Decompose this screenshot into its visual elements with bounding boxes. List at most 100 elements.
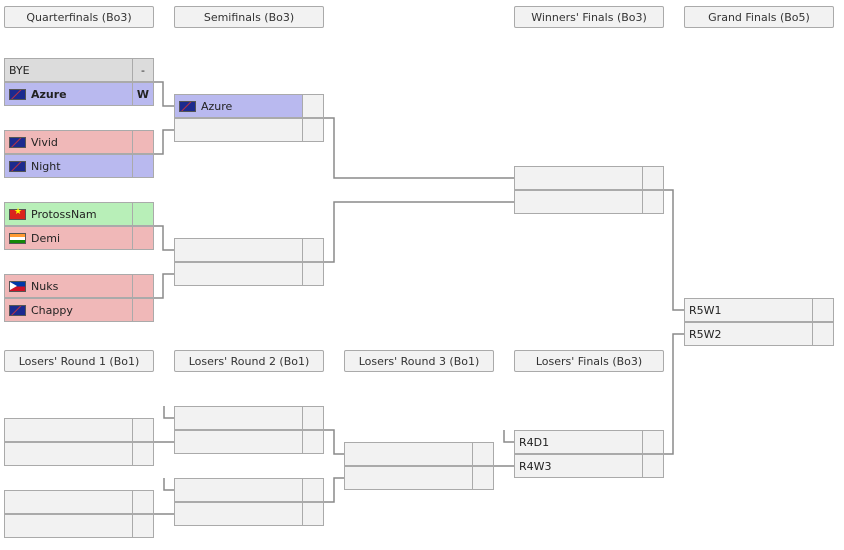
- australia-flag-icon: [9, 88, 26, 100]
- header-losers-round-3: Losers' Round 3 (Bo1): [344, 350, 494, 372]
- team-name: Azure: [31, 87, 67, 101]
- score: [472, 467, 493, 489]
- team-name: Chappy: [31, 303, 73, 317]
- india-flag-icon: [9, 232, 26, 244]
- team-name: [175, 119, 302, 141]
- team-name: [5, 491, 132, 513]
- score: [302, 431, 323, 453]
- qf1-bottom-slot[interactable]: Azure W: [4, 82, 154, 106]
- qf2-bottom-slot[interactable]: Night: [4, 154, 154, 178]
- team-name: Vivid: [31, 135, 58, 149]
- header-quarterfinals: Quarterfinals (Bo3): [4, 6, 154, 28]
- header-semifinals: Semifinals (Bo3): [174, 6, 324, 28]
- sf1-bottom-slot[interactable]: [174, 118, 324, 142]
- team-name: [5, 443, 132, 465]
- team-name: Night: [31, 159, 61, 173]
- team-name: [175, 263, 302, 285]
- sf2-bottom-slot[interactable]: [174, 262, 324, 286]
- team-name: R5W2: [689, 327, 722, 341]
- lf-bottom-slot[interactable]: R4W3: [514, 454, 664, 478]
- score: [302, 239, 323, 261]
- qf2-top-slot[interactable]: Vivid: [4, 130, 154, 154]
- team-name: [175, 503, 302, 525]
- lr2-match1-top-slot[interactable]: [174, 406, 324, 430]
- lr1-match1-top-slot[interactable]: [4, 418, 154, 442]
- header-winners-finals: Winners' Finals (Bo3): [514, 6, 664, 28]
- sf1-top-slot[interactable]: Azure: [174, 94, 324, 118]
- lf-top-slot[interactable]: R4D1: [514, 430, 664, 454]
- team-name: [5, 515, 132, 537]
- team-name: Nuks: [31, 279, 59, 293]
- team-name: R5W1: [689, 303, 722, 317]
- score: [812, 299, 833, 321]
- score: [642, 191, 663, 213]
- lr1-match2-top-slot[interactable]: [4, 490, 154, 514]
- score: [132, 131, 153, 153]
- score: [472, 443, 493, 465]
- australia-flag-icon: [179, 100, 196, 112]
- lr2-match1-bottom-slot[interactable]: [174, 430, 324, 454]
- team-name: Azure: [201, 99, 233, 113]
- score: [132, 203, 153, 225]
- score: [302, 95, 323, 117]
- wf-bottom-slot[interactable]: [514, 190, 664, 214]
- qf1-top-slot[interactable]: BYE -: [4, 58, 154, 82]
- lr1-match1-bottom-slot[interactable]: [4, 442, 154, 466]
- header-losers-finals: Losers' Finals (Bo3): [514, 350, 664, 372]
- team-name: R4D1: [519, 435, 550, 449]
- wf-top-slot[interactable]: [514, 166, 664, 190]
- lr3-bottom-slot[interactable]: [344, 466, 494, 490]
- score: [302, 407, 323, 429]
- team-name: [515, 167, 642, 189]
- team-name: [175, 407, 302, 429]
- score: W: [132, 83, 153, 105]
- qf4-top-slot[interactable]: Nuks: [4, 274, 154, 298]
- team-name: [345, 443, 472, 465]
- team-name: ProtossNam: [31, 207, 97, 221]
- team-name: Demi: [31, 231, 61, 245]
- score: [642, 431, 663, 453]
- score: [302, 503, 323, 525]
- score: [132, 419, 153, 441]
- header-losers-round-2: Losers' Round 2 (Bo1): [174, 350, 324, 372]
- score: [132, 227, 153, 249]
- score: [642, 455, 663, 477]
- score: [302, 263, 323, 285]
- score: [302, 479, 323, 501]
- score: [132, 491, 153, 513]
- score: [132, 515, 153, 537]
- score: -: [132, 59, 153, 81]
- lr2-match2-top-slot[interactable]: [174, 478, 324, 502]
- team-name: BYE: [9, 63, 30, 77]
- team-name: R4W3: [519, 459, 552, 473]
- team-name: [175, 239, 302, 261]
- australia-flag-icon: [9, 304, 26, 316]
- score: [642, 167, 663, 189]
- header-losers-round-1: Losers' Round 1 (Bo1): [4, 350, 154, 372]
- vietnam-flag-icon: [9, 207, 26, 220]
- philippines-flag-icon: [9, 280, 26, 292]
- score: [132, 299, 153, 321]
- australia-flag-icon: [9, 160, 26, 172]
- score: [132, 443, 153, 465]
- header-grand-finals: Grand Finals (Bo5): [684, 6, 834, 28]
- score: [132, 155, 153, 177]
- team-name: [515, 191, 642, 213]
- lr1-match2-bottom-slot[interactable]: [4, 514, 154, 538]
- score: [302, 119, 323, 141]
- qf3-top-slot[interactable]: ProtossNam: [4, 202, 154, 226]
- score: [812, 323, 833, 345]
- team-name: [175, 431, 302, 453]
- team-name: [345, 467, 472, 489]
- score: [132, 275, 153, 297]
- gf-top-slot[interactable]: R5W1: [684, 298, 834, 322]
- lr2-match2-bottom-slot[interactable]: [174, 502, 324, 526]
- gf-bottom-slot[interactable]: R5W2: [684, 322, 834, 346]
- sf2-top-slot[interactable]: [174, 238, 324, 262]
- qf3-bottom-slot[interactable]: Demi: [4, 226, 154, 250]
- team-name: [175, 479, 302, 501]
- lr3-top-slot[interactable]: [344, 442, 494, 466]
- team-name: [5, 419, 132, 441]
- qf4-bottom-slot[interactable]: Chappy: [4, 298, 154, 322]
